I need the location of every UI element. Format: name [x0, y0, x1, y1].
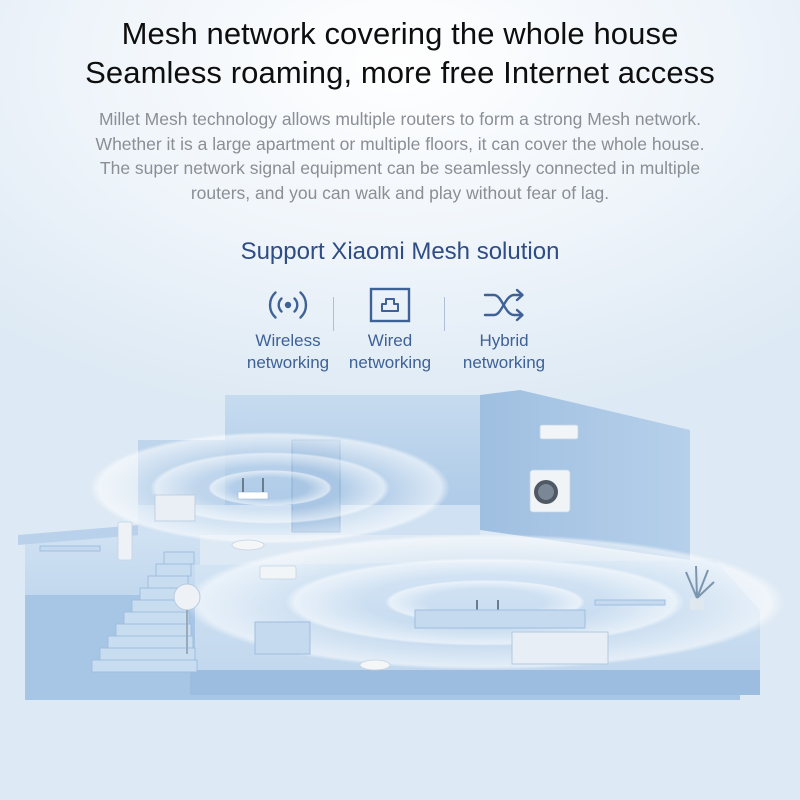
mesh-router-upper: [237, 478, 269, 500]
wireless-signal-icon: [268, 291, 308, 319]
description-line-1: Millet Mesh technology allows multiple r…: [98, 109, 702, 129]
description-line-2: Whether it is a large apartment or multi…: [95, 133, 705, 154]
headline-line-2: Seamless roaming, more free Internet acc…: [85, 55, 715, 90]
feature-wired-networking: Wired networking: [330, 284, 450, 374]
description-line-3: The super network signal equipment can b…: [99, 158, 701, 178]
dining-table: [594, 599, 666, 606]
house-mesh-illustration: [18, 390, 785, 700]
robot-vacuum: [359, 659, 391, 671]
sofa: [511, 631, 609, 665]
ethernet-port-icon: [369, 287, 411, 323]
feature-label-wired: Wired networking: [348, 331, 432, 372]
heater: [154, 494, 196, 522]
feature-hybrid-networking: Hybrid networking: [444, 284, 564, 374]
headline-line-1: Mesh network covering the whole house: [121, 16, 679, 51]
feature-wireless-networking: Wireless networking: [228, 284, 348, 374]
feature-divider: [333, 297, 334, 331]
description-line-4: routers, and you can walk and play witho…: [190, 182, 610, 203]
mesh-solution-title: Support Xiaomi Mesh solution: [240, 238, 560, 265]
air-conditioner: [539, 424, 579, 440]
feature-divider: [444, 297, 445, 331]
air-purifier: [117, 521, 133, 561]
air-conditioner: [259, 565, 297, 580]
desk: [39, 545, 101, 552]
tv-console: [414, 609, 586, 629]
potted-plant: [685, 565, 715, 610]
description-paragraph: Millet Mesh technology allows multiple r…: [40, 107, 760, 205]
shuffle-arrows-icon: [483, 288, 524, 322]
robot-vacuum: [231, 539, 265, 551]
feature-label-wireless: Wireless networking: [246, 331, 330, 372]
feature-label-hybrid: Hybrid networking: [462, 331, 546, 372]
cabinet: [254, 621, 311, 655]
pedestal-fan: [173, 583, 201, 654]
